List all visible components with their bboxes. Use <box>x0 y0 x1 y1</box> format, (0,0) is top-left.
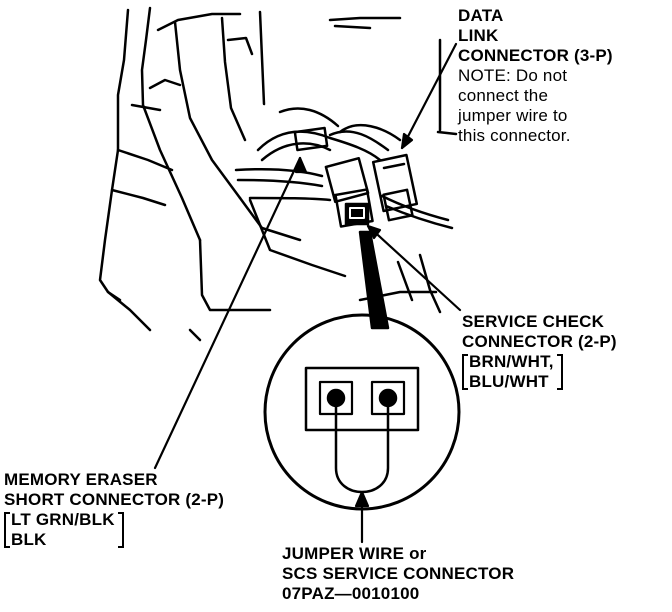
memory-eraser-wire-line: LT GRN/BLK <box>11 510 115 529</box>
service-check-wire-line: BLU/WHT <box>469 372 549 391</box>
memory-eraser-wire-colors: LT GRN/BLK BLK <box>4 510 124 550</box>
data-link-connector-body <box>371 153 419 222</box>
service-check-title-line: CONNECTOR (2-P) <box>462 332 617 351</box>
data-link-title-line: LINK <box>458 26 499 45</box>
data-link-connector-label: DATA LINK CONNECTOR (3-P) NOTE: Do not c… <box>458 6 613 146</box>
jumper-label-line: 07PAZ—0010100 <box>282 584 420 603</box>
jumper-label-line: JUMPER WIRE or <box>282 544 427 563</box>
jumper-wire <box>334 396 390 494</box>
jumper-label-line: SCS SERVICE CONNECTOR <box>282 564 515 583</box>
service-check-wire-colors: BRN/WHT, BLU/WHT <box>462 352 563 392</box>
data-link-note-line: NOTE: Do not <box>458 66 568 85</box>
data-link-note-line: jumper wire to <box>458 106 568 125</box>
data-link-title-line: DATA <box>458 6 504 25</box>
top-harness-connector <box>293 126 329 152</box>
data-link-title-line: CONNECTOR (3-P) <box>458 46 613 65</box>
service-check-connector-label: SERVICE CHECK CONNECTOR (2-P) BRN/WHT, B… <box>462 312 617 392</box>
memory-eraser-title-line: MEMORY ERASER <box>4 470 158 489</box>
jumper-leader <box>354 490 370 544</box>
magnifier-pointer <box>358 230 390 330</box>
dashboard-panel-outline <box>98 6 458 342</box>
service-check-title-line: SERVICE CHECK <box>462 312 605 331</box>
service-check-connector-body <box>324 156 374 228</box>
jumper-wire-label: JUMPER WIRE or SCS SERVICE CONNECTOR 07P… <box>282 544 514 604</box>
memory-eraser-wire-line: BLK <box>11 530 47 549</box>
data-link-note-line: connect the <box>458 86 549 105</box>
wire-harness <box>234 107 454 230</box>
magnified-callout <box>263 313 461 511</box>
memory-eraser-connector-label: MEMORY ERASER SHORT CONNECTOR (2-P) LT G… <box>4 470 224 550</box>
service-check-wire-line: BRN/WHT, <box>469 352 554 371</box>
memory-eraser-title-line: SHORT CONNECTOR (2-P) <box>4 490 225 509</box>
data-link-note-line: this connector. <box>458 126 571 145</box>
